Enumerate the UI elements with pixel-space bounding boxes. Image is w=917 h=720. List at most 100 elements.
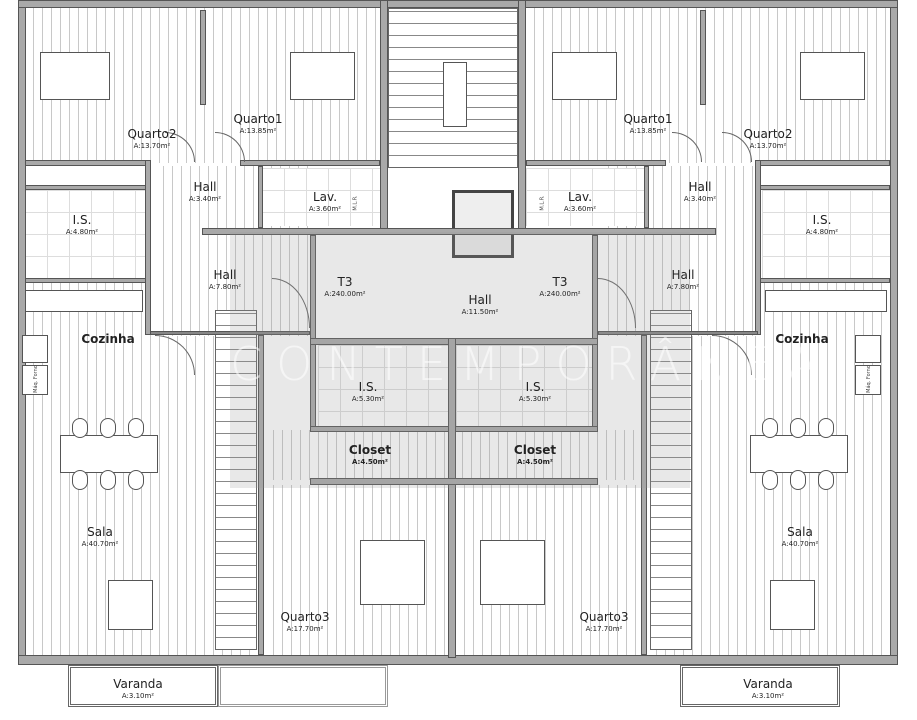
wall (202, 228, 716, 235)
wall (258, 166, 263, 228)
bed (40, 52, 110, 100)
wall (150, 331, 310, 335)
wall (641, 335, 647, 655)
wall (310, 478, 598, 485)
floor-lav-right (526, 168, 644, 226)
wall (145, 160, 151, 335)
wall (25, 278, 148, 283)
floor-lav-left (262, 168, 380, 226)
dining-table (60, 435, 158, 473)
balcony-right (680, 665, 840, 707)
floor-is-center-right (456, 345, 592, 430)
chair (762, 470, 778, 490)
chair (100, 418, 116, 438)
wall (644, 166, 649, 228)
mlr-label: M.L.R. (352, 195, 359, 211)
kitchen-counter (25, 290, 143, 312)
bed (552, 52, 617, 100)
room-label-is: I.S.A:4.80m² (65, 213, 99, 237)
stove (855, 335, 881, 363)
balcony-center (218, 665, 388, 707)
room-label-lav: Lav.A:3.60m² (563, 190, 597, 214)
elevator (452, 190, 514, 258)
wall (518, 0, 526, 235)
outer-wall-left (18, 0, 26, 665)
outer-wall-right (890, 0, 898, 665)
chair (790, 418, 806, 438)
dining-table (750, 435, 848, 473)
wall (755, 160, 761, 335)
stairs-left (215, 310, 257, 650)
wall (258, 335, 264, 655)
floor-is-right (762, 190, 890, 278)
stove (22, 335, 48, 363)
oven-cabinet (855, 365, 881, 395)
oven-label: Máq. Forno (32, 365, 39, 393)
room-label-is: I.S.A:5.30m² (351, 380, 385, 404)
chair (128, 418, 144, 438)
chair (72, 418, 88, 438)
room-label-cozinha: Cozinha (81, 332, 135, 346)
outer-wall-top (18, 0, 898, 8)
mlr-label: M.L.R. (539, 195, 546, 211)
wall (380, 0, 388, 235)
oven-label: Máq. Forno (865, 365, 872, 393)
outer-wall-bottom (18, 655, 898, 665)
watermark-text: CONTEMPORÂNEA (230, 337, 833, 391)
chair (790, 470, 806, 490)
balcony-left (68, 665, 218, 707)
bed (360, 540, 425, 605)
wall (240, 160, 380, 166)
floor-is-center-left (318, 345, 448, 430)
wall (25, 185, 148, 190)
bed (800, 52, 865, 100)
sofa (770, 580, 815, 630)
chair (128, 470, 144, 490)
room-label-is: I.S.A:4.80m² (805, 213, 839, 237)
watermark: CONTEMPORÂNEA (230, 232, 833, 488)
chair (72, 470, 88, 490)
wall (526, 160, 666, 166)
wall (760, 160, 890, 166)
wall (448, 338, 456, 658)
chair (818, 470, 834, 490)
room-label-is: I.S.A:5.30m² (518, 380, 552, 404)
sofa (108, 580, 153, 630)
room-label-lav: Lav.A:3.60m² (308, 190, 342, 214)
wall (25, 160, 148, 166)
wall (760, 278, 890, 283)
oven-cabinet (22, 365, 48, 395)
bed (290, 52, 355, 100)
elevator-shaft (443, 62, 467, 127)
wall (598, 331, 758, 335)
room-label-cozinha: Cozinha (775, 332, 829, 346)
floor-is-left (25, 190, 145, 278)
kitchen-counter (765, 290, 887, 312)
wall (200, 10, 206, 105)
bed (480, 540, 545, 605)
chair (818, 418, 834, 438)
stairs-right (650, 310, 692, 650)
wall (700, 10, 706, 105)
wall (760, 185, 890, 190)
